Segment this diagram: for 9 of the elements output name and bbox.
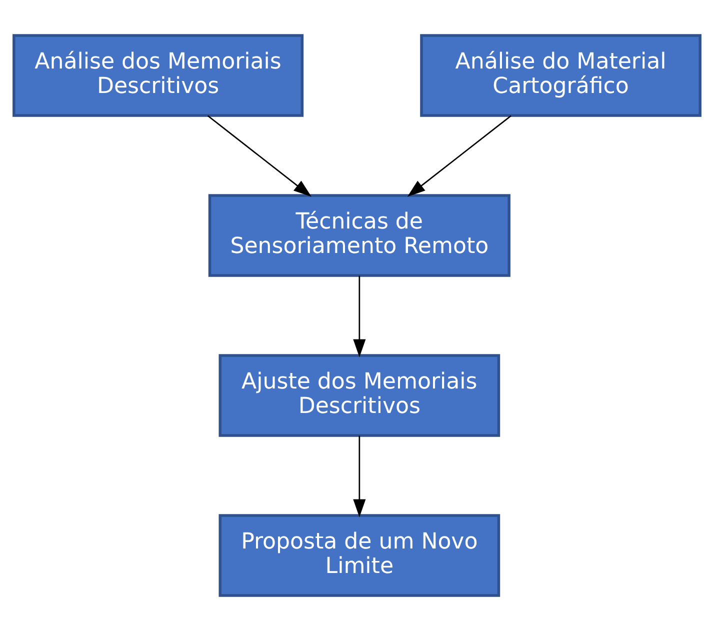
arrow xyxy=(407,115,512,197)
arrow xyxy=(207,115,312,197)
node-box: Análise dos Memoriais Descritivos xyxy=(12,34,304,117)
node-box: Análise do Material Cartográfico xyxy=(420,34,702,117)
arrow xyxy=(353,276,366,358)
node-box: Técnicas de Sensoriamento Remoto xyxy=(208,194,510,277)
arrow xyxy=(353,436,366,518)
node-box: Proposta de um Novo Limite xyxy=(218,514,500,597)
node-box: Ajuste dos Memoriais Descritivos xyxy=(218,354,500,437)
